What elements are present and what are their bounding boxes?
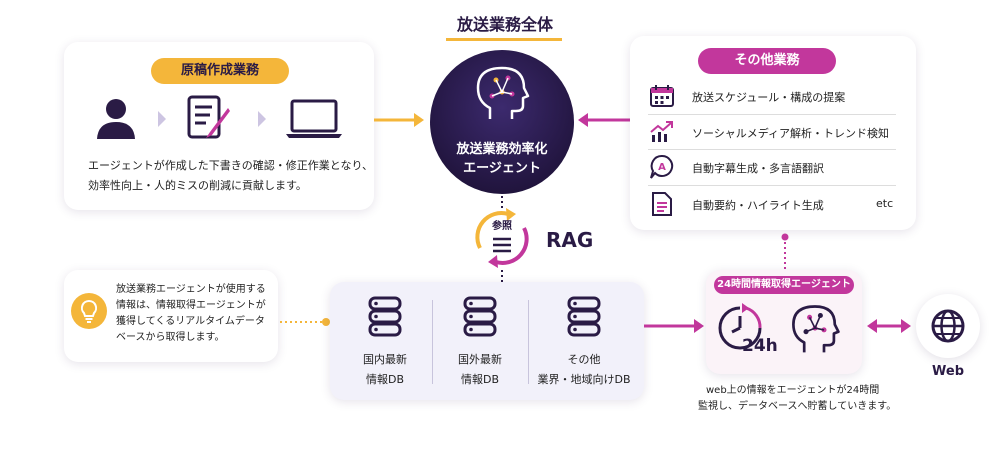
- edit-document-icon: [187, 95, 230, 139]
- trend-chart-icon: [650, 121, 673, 142]
- db-label-line1: その他: [567, 353, 601, 366]
- manuscript-badge: 原稿作成業務: [151, 58, 289, 84]
- arrow-to-db-magenta: [644, 319, 704, 333]
- divider: [648, 114, 896, 115]
- other-tasks-badge: その他業務: [698, 48, 836, 74]
- info-note-line1: 放送業務エージェントが使用する: [116, 284, 266, 295]
- info-note-line2: 情報は、情報取得エージェントが: [116, 300, 266, 311]
- title-underline: [446, 38, 562, 41]
- laptop-icon: [286, 99, 342, 138]
- collector-desc-line1: web上の情報をエージェントが24時間: [706, 385, 880, 396]
- db-divider: [432, 300, 433, 384]
- db-divider: [528, 300, 529, 384]
- collector-desc-line2: 監視し、データベースへ貯蓄していきます。: [698, 401, 897, 412]
- svg-text:A: A: [658, 162, 666, 173]
- dotted-connector: [501, 270, 503, 284]
- database-card: [330, 282, 644, 400]
- chevron-right-icon: [258, 111, 266, 127]
- database-icon: [368, 296, 402, 337]
- divider: [648, 149, 896, 150]
- database-icon: [463, 296, 497, 337]
- lightbulb-icon: [71, 293, 107, 329]
- dotted-connector: [280, 318, 330, 326]
- subtitle-chat-icon: A: [650, 154, 674, 179]
- db-label-line1: 国内最新: [363, 353, 407, 366]
- divider: [648, 185, 896, 186]
- arrow-to-agent-magenta: [578, 113, 632, 127]
- manuscript-desc-line1: エージェントが作成した下書きの確認・修正作業となり、: [88, 159, 374, 172]
- ai-head-icon: [792, 305, 840, 353]
- agent-label-line1: 放送業務効率化: [456, 142, 548, 157]
- double-arrow-web: [867, 319, 911, 333]
- web-label: Web: [932, 364, 964, 379]
- other-item-label: 自動字幕生成・多言語翻訳: [692, 162, 824, 175]
- person-icon: [97, 99, 135, 139]
- info-note-line4: ベースから取得します。: [116, 332, 225, 343]
- page-title: 放送業務全体: [456, 15, 553, 34]
- rag-ref-label: 参照: [492, 221, 512, 232]
- etc-label: etc: [876, 197, 894, 210]
- ai-head-icon: [476, 66, 530, 119]
- rag-label: RAG: [546, 228, 594, 252]
- calendar-icon: [650, 85, 674, 107]
- db-label-line2: 情報DB: [460, 373, 500, 386]
- dotted-connector: [781, 233, 789, 270]
- database-icon: [567, 296, 601, 337]
- info-note-line3: 獲得してくるリアルタイムデータ: [116, 316, 265, 327]
- collector-hours: 24h: [742, 336, 778, 356]
- agent-label-line2: エージェント: [463, 161, 541, 176]
- dotted-connector: [501, 196, 503, 208]
- db-label-line2: 業界・地域向けDB: [537, 373, 631, 386]
- clock-24h-icon: [718, 303, 762, 350]
- agent-circle: [430, 50, 574, 194]
- globe-icon: [931, 309, 965, 343]
- other-item-label: 自動要約・ハイライト生成: [692, 199, 824, 212]
- document-icon: [652, 192, 672, 216]
- other-item-label: ソーシャルメディア解析・トレンド検知: [692, 127, 890, 140]
- db-label-line1: 国外最新: [458, 353, 502, 366]
- db-label-line2: 情報DB: [365, 373, 405, 386]
- arrow-to-agent-yellow: [374, 113, 424, 127]
- other-item-label: 放送スケジュール・構成の提案: [692, 91, 846, 104]
- rag-cycle-icon: [475, 208, 529, 268]
- chevron-right-icon: [158, 111, 166, 127]
- manuscript-desc-line2: 効率性向上・人的ミスの削減に貢献します。: [88, 179, 307, 192]
- collector-badge: 24時間情報取得エージェント: [714, 276, 854, 294]
